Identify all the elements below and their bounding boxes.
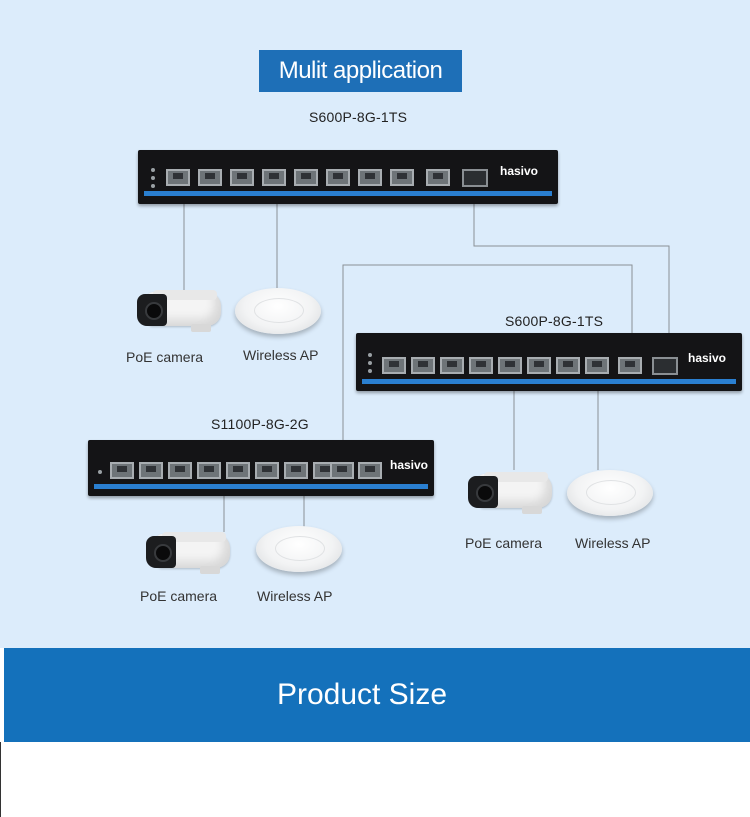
switch-right: hasivo bbox=[356, 333, 742, 391]
poe-camera-1 bbox=[137, 290, 227, 336]
camera-label-2: PoE camera bbox=[465, 535, 543, 551]
wireless-ap-1 bbox=[235, 288, 321, 334]
product-size-banner: Product Size bbox=[4, 648, 750, 742]
camera-label-3: PoE camera bbox=[140, 588, 218, 604]
poe-camera-2 bbox=[468, 472, 558, 520]
switch-left: hasivo bbox=[88, 440, 434, 496]
cable-top-sfp-to-right bbox=[473, 192, 670, 365]
model-label-left: S1100P-8G-2G bbox=[211, 416, 309, 432]
ap-label-1: Wireless AP bbox=[243, 347, 319, 363]
cable-left-to-right bbox=[342, 264, 633, 462]
poe-camera-3 bbox=[146, 532, 236, 580]
wireless-ap-3 bbox=[256, 526, 342, 572]
bottom-area bbox=[0, 742, 750, 817]
model-label-top: S600P-8G-1TS bbox=[309, 109, 408, 125]
section-heading: Mulit application bbox=[259, 50, 462, 92]
brand-logo-top: hasivo bbox=[500, 164, 539, 178]
ap-label-2: Wireless AP bbox=[575, 535, 651, 551]
brand-logo-right: hasivo bbox=[688, 351, 727, 365]
ap-label-3: Wireless AP bbox=[257, 588, 333, 604]
model-label-right: S600P-8G-1TS bbox=[505, 313, 604, 329]
brand-logo-left: hasivo bbox=[390, 458, 429, 472]
banner-title: Product Size bbox=[276, 678, 448, 711]
camera-label-1: PoE camera bbox=[126, 349, 204, 365]
switch-top: hasivo bbox=[138, 150, 558, 204]
cable-lines bbox=[183, 190, 670, 532]
application-panel: Mulit application S600P-8G-1TS bbox=[0, 0, 750, 648]
wireless-ap-2 bbox=[567, 470, 653, 516]
